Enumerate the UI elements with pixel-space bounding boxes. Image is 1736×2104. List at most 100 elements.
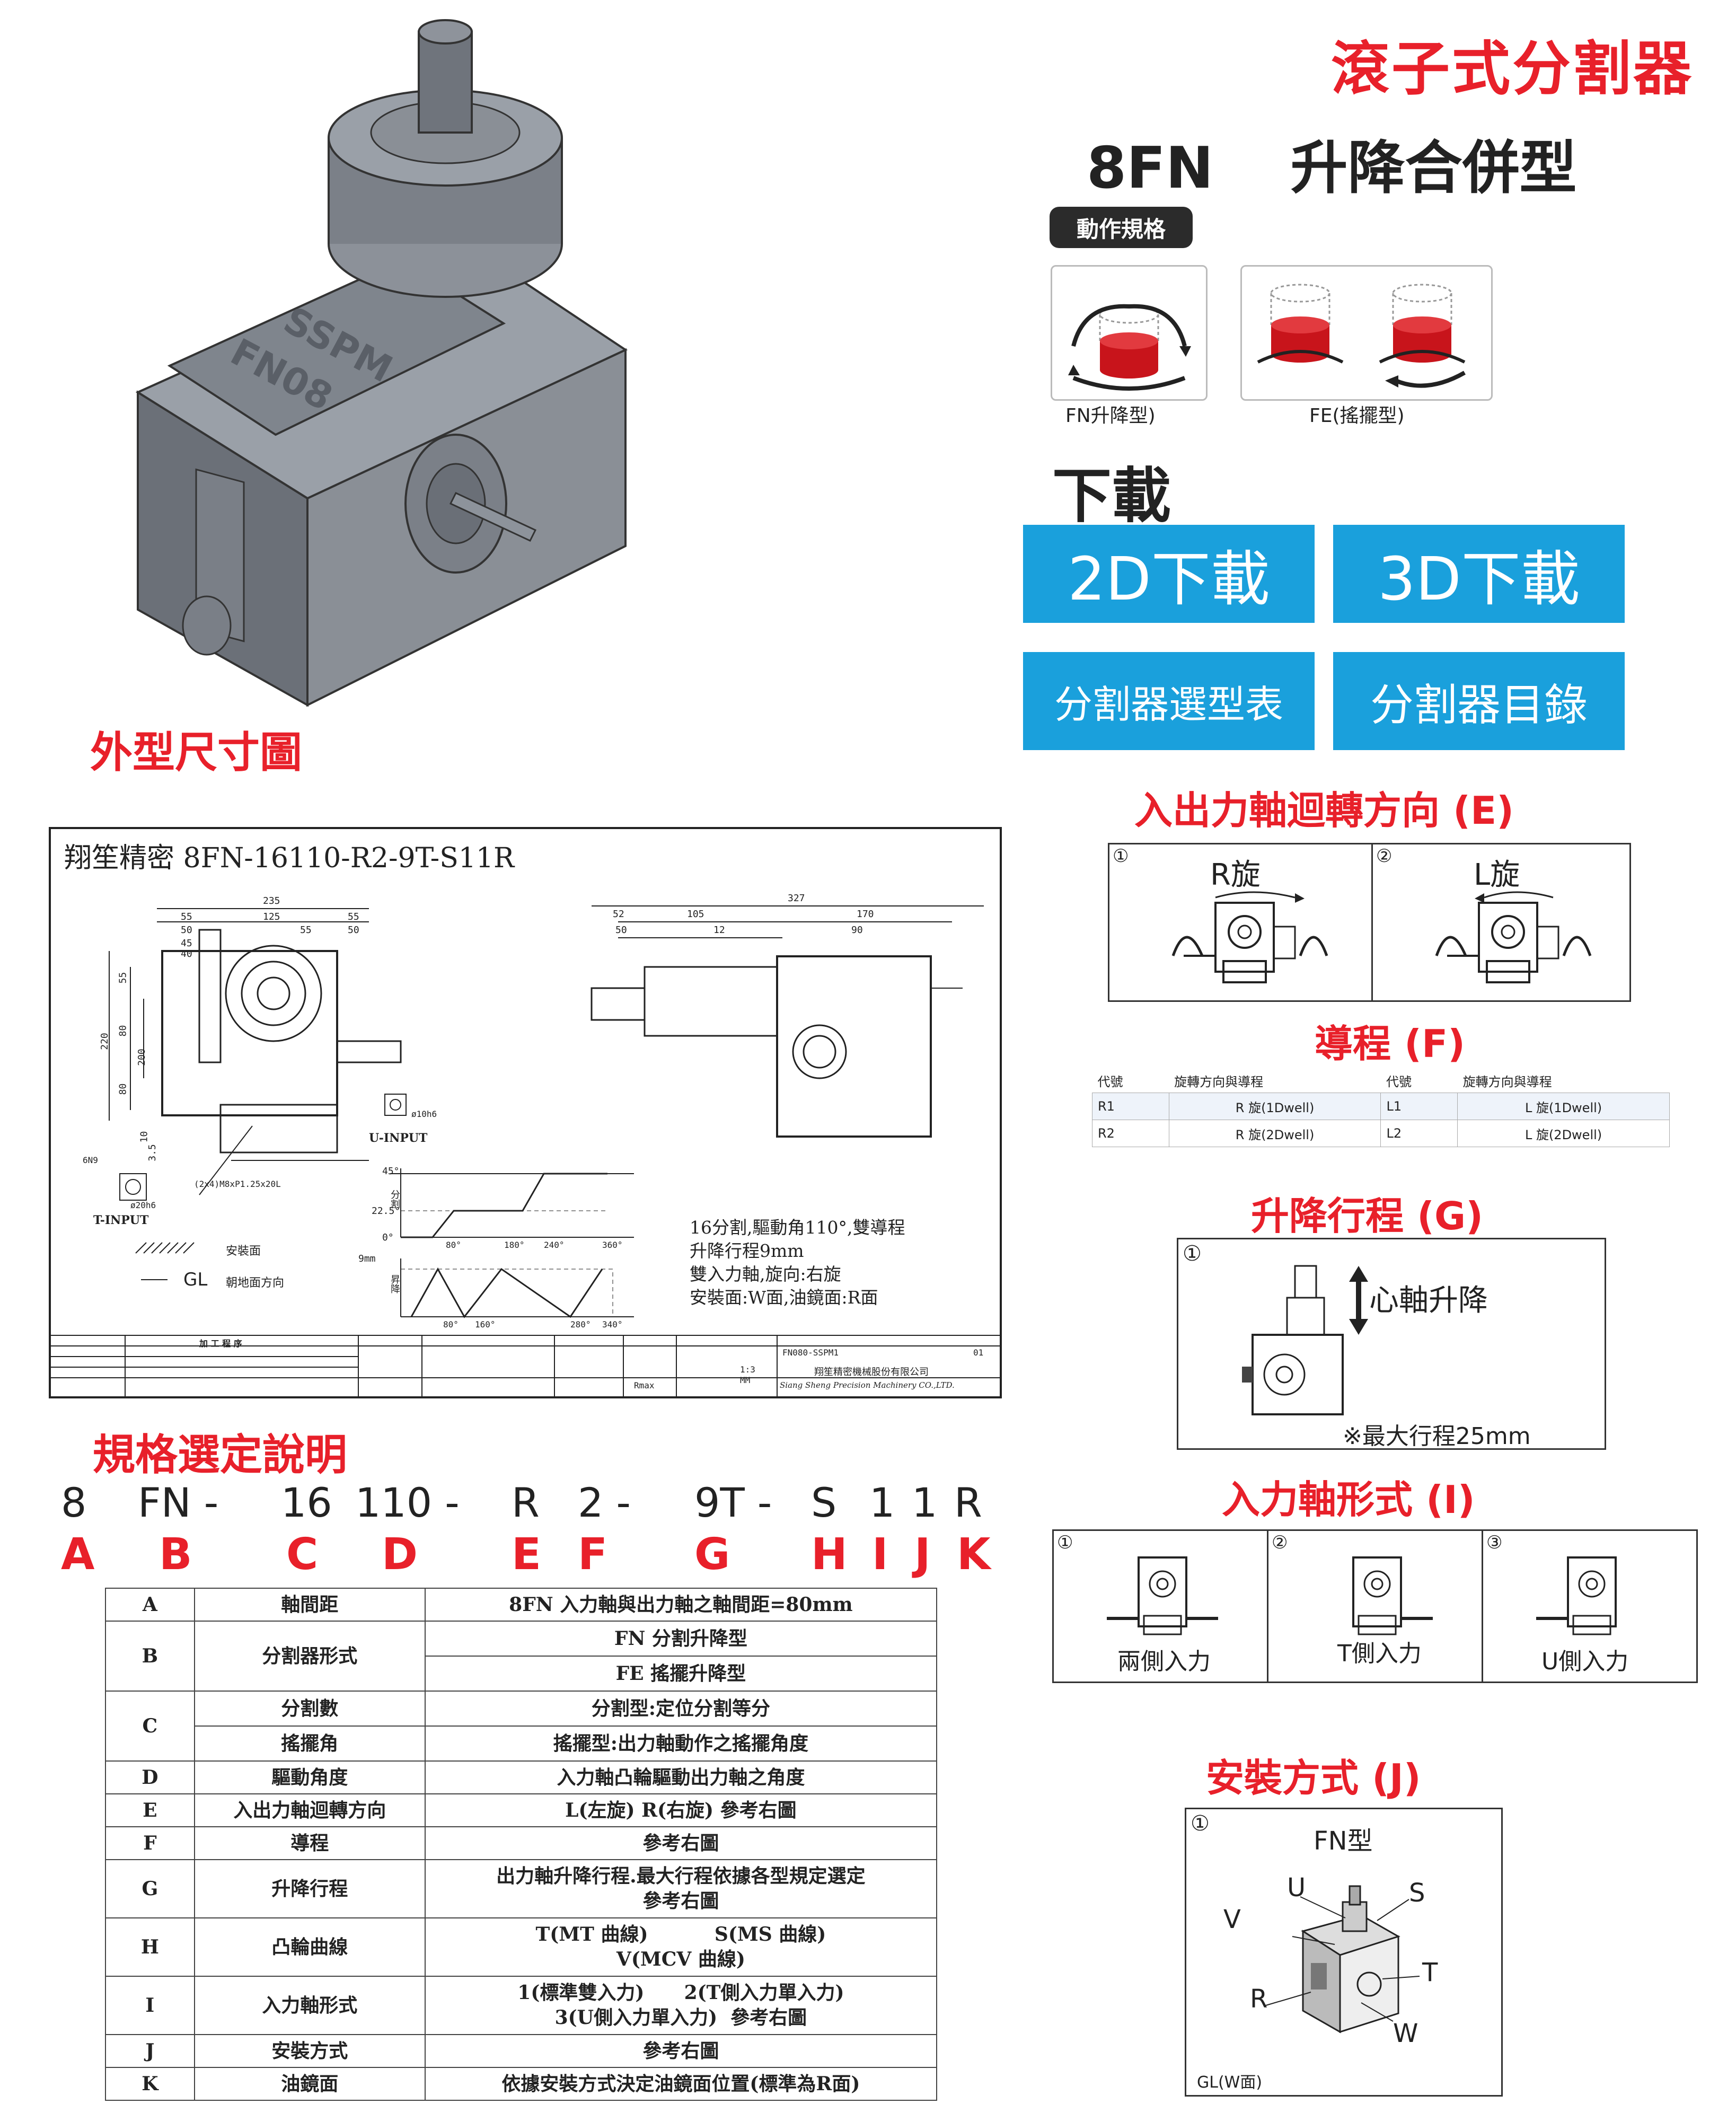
spec-desc: 依據安裝方式決定油鏡面位置(標準為R面)	[424, 2067, 938, 2101]
note-4: 安裝面:W面,油鏡面:R面	[690, 1287, 878, 1308]
titleblock-company-en: Siang Sheng Precision Machinery CO.,LTD.	[780, 1380, 955, 1390]
code-part-d: 110 -	[355, 1479, 460, 1526]
mounting-gl: GL(W面)	[1197, 2073, 1263, 2092]
spec-name: 分割器形式	[193, 1621, 426, 1692]
dim-50c: 50	[615, 925, 627, 936]
rotation-r-label: R旋	[1210, 858, 1261, 892]
outline-heading: 外型尺寸圖	[90, 728, 302, 777]
spec-name: 入出力軸迴轉方向	[193, 1793, 426, 1827]
fe-motion-icon	[1257, 284, 1466, 388]
mount-face-s: S	[1409, 1878, 1425, 1908]
spec-code: J	[105, 2034, 195, 2068]
chart-xtick-1: 80°	[446, 1240, 461, 1250]
spec-name: 油鏡面	[193, 2067, 426, 2101]
spec-code: H	[105, 1917, 195, 1977]
spec-row-f: F 導程 參考右圖	[105, 1826, 938, 1860]
shaft-20h6: ø20h6	[130, 1200, 156, 1210]
note-1: 16分割,驅動角110°,雙導程	[690, 1217, 905, 1238]
model-subtitle: 升降合併型	[1290, 135, 1577, 201]
dim-50b: 50	[348, 925, 359, 936]
t-input-label: T-INPUT	[93, 1213, 149, 1227]
dim-55c: 55	[300, 925, 312, 936]
product-3d-render: SSPM FN08	[135, 19, 628, 707]
stroke-box: ① 心軸升降 ※最大行程25mm	[1177, 1238, 1606, 1450]
drawing-notes: 16分割,驅動角110°,雙導程 升降行程9mm 雙入力軸,旋向:右旋 安裝面:…	[690, 1216, 905, 1309]
spec-desc-line: T(MT 曲線) S(MS 曲線)	[535, 1923, 826, 1946]
code-part-h: S	[811, 1479, 837, 1526]
spec-row-i: I 入力軸形式 1(標準雙入力) 2(T側入力單入力)3(U側入力單入力) 參考…	[105, 1976, 938, 2035]
chart-top-label: 45°	[382, 1166, 400, 1177]
code-part-g: 9T -	[694, 1479, 772, 1526]
chart-xtick-3: 240°	[544, 1240, 565, 1250]
rotation-r-num: ①	[1113, 846, 1129, 867]
code-letter-h: H	[811, 1529, 848, 1580]
dim-10: 10	[138, 1131, 150, 1143]
note-2: 升降行程9mm	[690, 1240, 804, 1261]
spec-name: 凸輪曲線	[193, 1917, 426, 1977]
dim-45: 45	[181, 938, 192, 949]
mount-face-u: U	[1287, 1873, 1306, 1903]
catalog-button[interactable]: 分割器目錄	[1333, 652, 1625, 750]
dim-55a: 55	[181, 911, 192, 922]
spec-name: 升降行程	[193, 1859, 426, 1918]
code-letter-c: C	[286, 1529, 319, 1580]
spec-code: C	[105, 1691, 195, 1762]
install-face-legend: 安裝面	[226, 1245, 261, 1258]
code-letter-g: G	[694, 1529, 730, 1580]
lead-cell: R2	[1092, 1120, 1169, 1147]
download-2d-button[interactable]: 2D下載	[1023, 525, 1315, 623]
spec-desc-line: 出力軸升降行程.最大行程依據各型規定選定	[496, 1865, 866, 1888]
model-number: 8FN	[1087, 135, 1214, 201]
page-title: 滾子式分割器	[1331, 35, 1694, 103]
rotation-heading: 入出力軸迴轉方向 (E)	[1134, 788, 1514, 833]
spec-row-e: E 入出力軸迴轉方向 L(左旋) R(右旋) 參考右圖	[105, 1793, 938, 1827]
chart-axis-top: 分割	[389, 1190, 400, 1209]
titleblock-unit: MM	[740, 1375, 751, 1385]
spec-row-g: G 升降行程 出力軸升降行程.最大行程依據各型規定選定參考右圖	[105, 1859, 938, 1918]
mounting-box: ① FN型 U S V T R W GL(W面)	[1185, 1808, 1503, 2097]
input-u-num: ③	[1486, 1532, 1503, 1553]
spec-desc-multi: T(MT 曲線) S(MS 曲線)V(MCV 曲線)	[424, 1917, 938, 1977]
stroke-note: ※最大行程25mm	[1343, 1423, 1531, 1450]
titleblock-scale: 1:3	[740, 1364, 755, 1375]
input-option-u: ③ U側入力	[1482, 1529, 1698, 1683]
technical-drawing: 翔笙精密 8FN-16110-R2-9T-S11R	[49, 827, 1002, 1398]
chart-bottom-label: 9mm	[358, 1253, 376, 1264]
selection-table-button[interactable]: 分割器選型表	[1023, 652, 1315, 750]
spec-code: D	[105, 1760, 195, 1794]
rotation-l-label: L旋	[1474, 858, 1520, 892]
dim-200: 200	[136, 1049, 147, 1066]
lead-header-code1: 代號	[1092, 1068, 1169, 1093]
spec-desc: 8FN 入力軸與出力軸之軸間距=80mm	[424, 1588, 938, 1622]
spec-row-c: C 分割數 分割型:定位分割等分	[105, 1691, 938, 1762]
gl-legend-label: GL	[183, 1269, 208, 1290]
titleblock-part: FN080-SSPM1	[782, 1348, 839, 1358]
input-u-label: U側入力	[1541, 1648, 1629, 1675]
spec-name: 入力軸形式	[193, 1976, 426, 2035]
spec-desc: 參考右圖	[424, 1826, 938, 1860]
input-both-icon	[1107, 1556, 1218, 1635]
spec-code: G	[105, 1859, 195, 1918]
titleblock-process: 加 工 程 序	[199, 1339, 242, 1349]
action-spec-badge: 動作規格	[1050, 207, 1193, 248]
stroke-num: ①	[1183, 1242, 1202, 1266]
download-3d-button[interactable]: 3D下載	[1333, 525, 1625, 623]
drawing-title: 翔笙精密 8FN-16110-R2-9T-S11R	[64, 842, 515, 874]
spec-code: E	[105, 1793, 195, 1827]
chart-btick-2: 160°	[475, 1319, 496, 1330]
note-3: 雙入力軸,旋向:右旋	[690, 1264, 841, 1284]
spec-desc: L(左旋) R(右旋) 參考右圖	[424, 1793, 938, 1827]
u-input-label: U-INPUT	[369, 1131, 428, 1145]
spec-name: 搖擺角	[193, 1726, 426, 1762]
spec-code: K	[105, 2067, 195, 2101]
code-letter-e: E	[512, 1529, 542, 1580]
mounting-type: FN型	[1314, 1826, 1373, 1856]
spec-code: F	[105, 1826, 195, 1860]
spec-row-b: B 分割器形式 FN 分割升降型	[105, 1621, 938, 1692]
gl-direction-legend: 朝地面方向	[226, 1277, 285, 1290]
mounting-icon	[1265, 1885, 1420, 2033]
mount-face-w: W	[1393, 2019, 1418, 2048]
drawing-lines	[51, 905, 1000, 1396]
dim-55d: 55	[117, 972, 129, 984]
code-letter-k: K	[957, 1529, 991, 1580]
